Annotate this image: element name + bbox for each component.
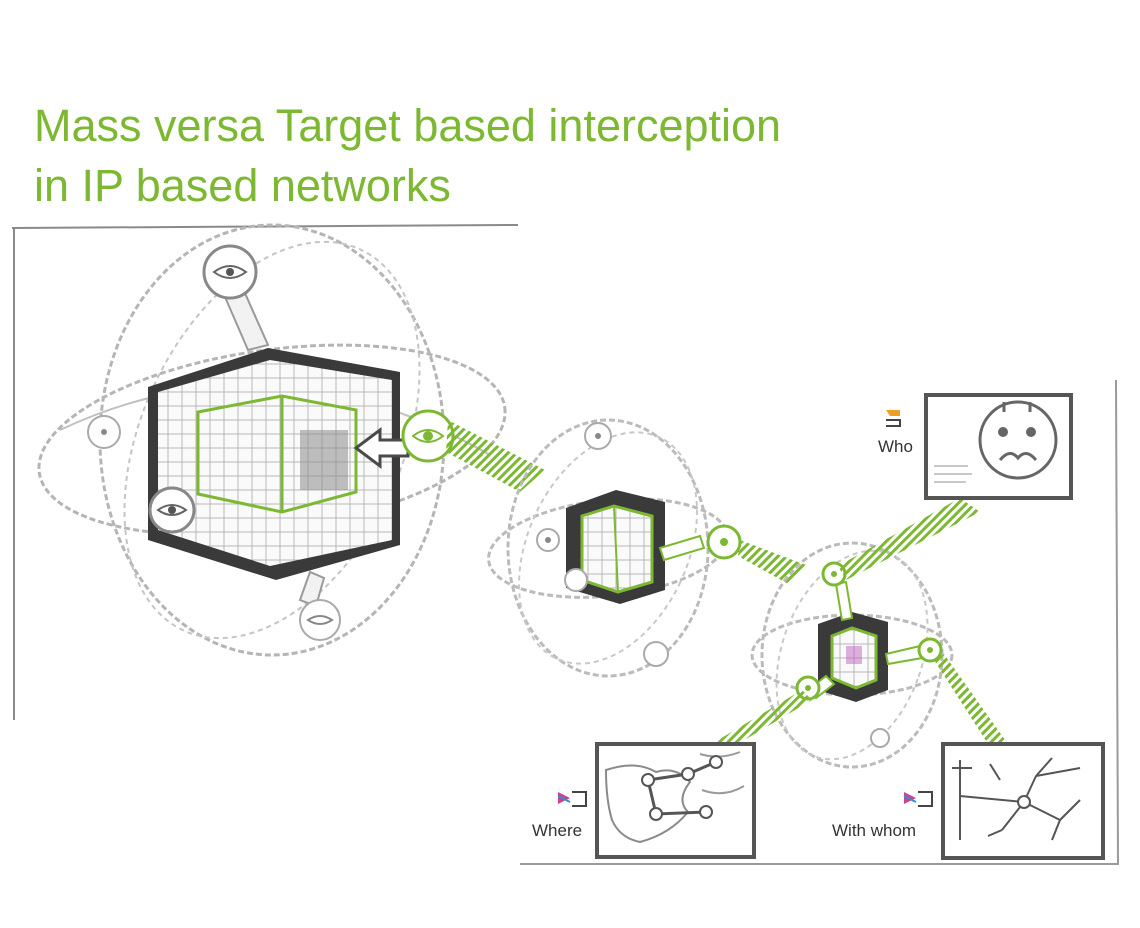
eye-icon [584, 422, 612, 450]
focus-beam [934, 654, 1008, 744]
page-title: Mass versa Target based interception in … [34, 96, 781, 216]
who-label: Who [878, 437, 913, 456]
frame-top-line [11, 224, 519, 229]
focus-beam [708, 690, 812, 752]
title-line-1: Mass versa Target based interception [34, 100, 782, 151]
frame-right-line [1115, 379, 1119, 866]
eye-icon[interactable] [917, 637, 943, 663]
mass-interception-cluster [37, 223, 507, 657]
target-interception-cluster [487, 418, 742, 678]
network-graph-icon [952, 757, 1081, 841]
with-whom-panel [941, 742, 1105, 860]
eye-icon [564, 568, 588, 592]
eye-icon [536, 528, 560, 552]
focus-beam [446, 420, 545, 492]
with-whom-label: With whom [832, 821, 916, 840]
eye-icon[interactable] [401, 409, 455, 463]
logo-mark-icon [557, 791, 587, 807]
eye-icon [643, 641, 669, 667]
title-line-2: in IP based networks [34, 160, 451, 211]
where-label: Where [532, 821, 582, 840]
eye-icon [299, 599, 341, 641]
focus-beam [738, 540, 806, 585]
eye-icon [870, 728, 890, 748]
eye-icon[interactable] [706, 524, 742, 560]
face-icon [978, 400, 1058, 480]
map-icon [604, 751, 745, 844]
cube-icon [818, 612, 888, 702]
where-panel [595, 742, 756, 859]
focus-beam [838, 498, 980, 580]
eye-icon [202, 244, 258, 300]
cube-icon [148, 348, 400, 580]
logo-mark-icon [886, 410, 901, 427]
eye-icon [148, 486, 196, 534]
who-panel [924, 393, 1073, 500]
logo-mark-icon [903, 791, 933, 807]
eye-icon [87, 415, 121, 449]
